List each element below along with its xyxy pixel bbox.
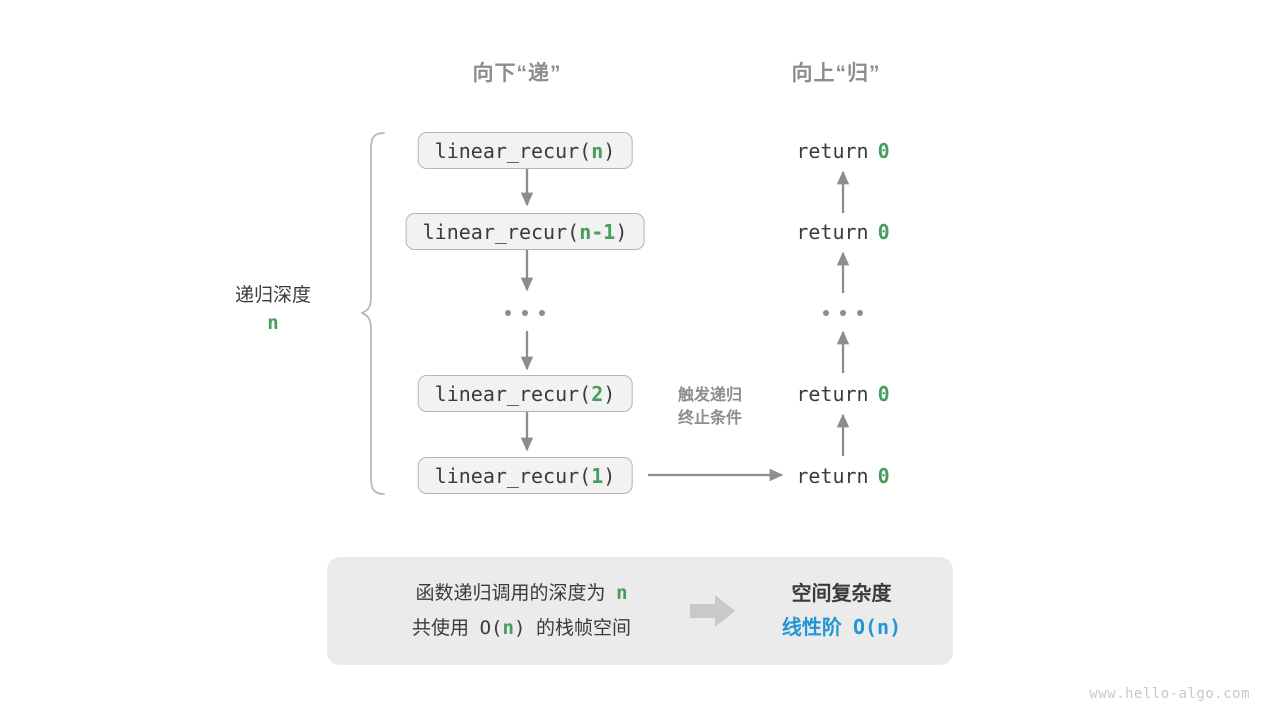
return-statement: return 0 <box>796 457 889 494</box>
right-arrow-icon <box>690 595 735 627</box>
summary-line-2-o: O( <box>479 617 503 639</box>
space-complexity-value: 线性阶 O(n) <box>744 611 939 645</box>
summary-line-1-text: 函数递归调用的深度为 <box>415 583 606 604</box>
recursion-depth-annotation: 递归深度 n <box>235 283 311 337</box>
return-value: 0 <box>877 463 890 488</box>
recursion-depth-value: n <box>267 312 279 334</box>
dot <box>505 309 511 316</box>
watermark: www.hello-algo.com <box>1089 686 1250 702</box>
termination-note-line-2: 终止条件 <box>677 410 743 427</box>
return-value: 0 <box>877 219 890 244</box>
call-frame-suffix: ) <box>603 463 616 488</box>
call-frame-box[interactable]: linear_recur(1) <box>417 457 633 494</box>
dot <box>840 309 846 316</box>
summary-conclusion: 空间复杂度 线性阶 O(n) <box>744 578 953 645</box>
summary-line-1: 函数递归调用的深度为 n <box>361 576 682 611</box>
ellipsis-left <box>505 294 545 331</box>
depth-brace <box>361 132 385 495</box>
return-keyword: return <box>796 463 869 488</box>
call-frame-arg: 2 <box>591 381 604 406</box>
call-frame-box[interactable]: linear_recur(2) <box>417 375 633 412</box>
complexity-order-label: 线性阶 <box>781 616 842 639</box>
return-keyword: return <box>796 138 869 163</box>
recursion-depth-label: 递归深度 <box>234 285 312 306</box>
space-complexity-title: 空间复杂度 <box>791 582 892 605</box>
summary-arrow-slot <box>682 593 744 629</box>
call-frame-suffix: ) <box>615 219 628 244</box>
summary-line-2-paren: ) <box>513 617 526 639</box>
return-value: 0 <box>877 381 890 406</box>
complexity-formula: O(n) <box>852 614 902 639</box>
call-frame-prefix: linear_recur( <box>434 463 592 488</box>
return-statement: return 0 <box>796 132 889 169</box>
call-frame-arg: 1 <box>591 463 604 488</box>
dot <box>857 309 863 316</box>
summary-line-1-n: n <box>616 582 628 604</box>
summary-line-2-text-a: 共使用 <box>412 618 470 639</box>
summary-description: 函数递归调用的深度为 n 共使用 O(n) 的栈帧空间 <box>327 576 682 646</box>
summary-line-2: 共使用 O(n) 的栈帧空间 <box>361 611 682 646</box>
call-frame-prefix: linear_recur( <box>434 138 592 163</box>
column-header-return-up: 向上“归” <box>791 62 881 85</box>
return-statement: return 0 <box>796 375 889 412</box>
summary-line-2-n: n <box>502 617 514 639</box>
complexity-summary-panel: 函数递归调用的深度为 n 共使用 O(n) 的栈帧空间 空间复杂度 线性阶 O(… <box>327 557 953 665</box>
call-frame-box[interactable]: linear_recur(n) <box>417 132 633 169</box>
return-keyword: return <box>796 219 869 244</box>
termination-note-line-1: 触发递归 <box>677 387 743 404</box>
return-statement: return 0 <box>796 213 889 250</box>
dot <box>522 309 528 316</box>
termination-condition-note: 触发递归 终止条件 <box>678 384 742 430</box>
column-header-recurse-down: 向下“递” <box>472 62 562 85</box>
return-keyword: return <box>796 381 869 406</box>
summary-line-2-text-b: 的栈帧空间 <box>535 618 631 639</box>
call-frame-box[interactable]: linear_recur(n-1) <box>405 213 645 250</box>
ellipsis-right <box>823 294 863 331</box>
dot <box>823 309 829 316</box>
return-value: 0 <box>877 138 890 163</box>
dot <box>539 309 545 316</box>
call-frame-arg: n-1 <box>579 219 616 244</box>
call-frame-prefix: linear_recur( <box>434 381 592 406</box>
call-frame-prefix: linear_recur( <box>422 219 580 244</box>
call-frame-suffix: ) <box>603 381 616 406</box>
call-frame-arg: n <box>591 138 604 163</box>
call-frame-suffix: ) <box>603 138 616 163</box>
